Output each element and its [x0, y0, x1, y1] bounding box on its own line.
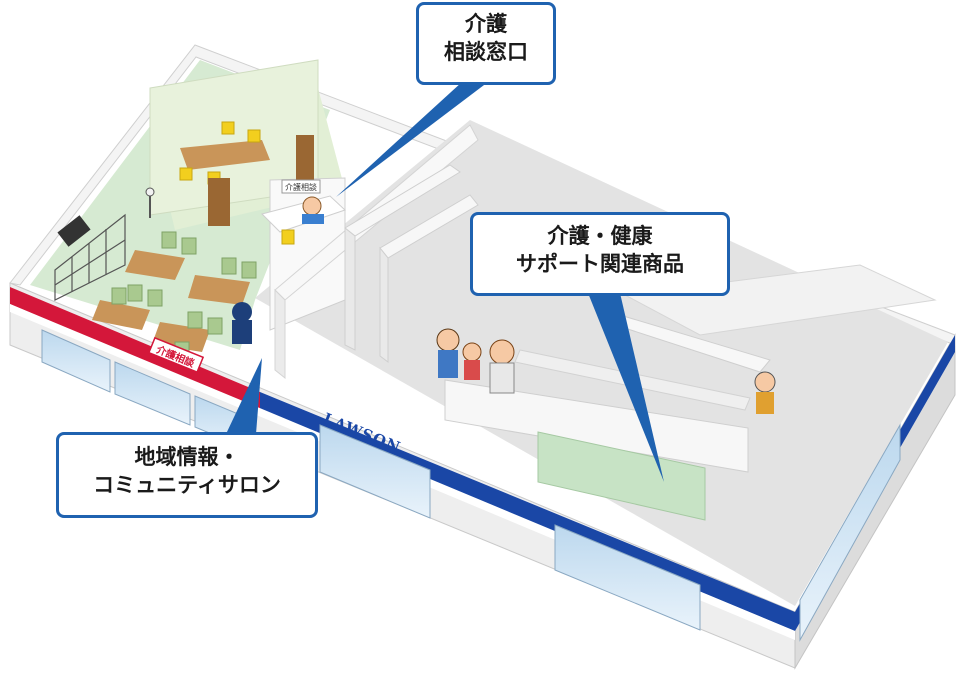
desk-sign-plate [281, 179, 321, 194]
storefront: 介護相談 LAWSON [10, 287, 955, 642]
care-sign-plate [147, 336, 205, 374]
callout-care-consultation: 介護 相談窓口 [416, 2, 556, 85]
callout-products-line1: 介護・健康 [547, 224, 653, 248]
callout-care-health-products: 介護・健康 サポート関連商品 [470, 212, 730, 296]
pointer-care [336, 82, 488, 197]
windows-right [554, 423, 901, 642]
callout-care-line1: 介護 [465, 12, 507, 36]
salon-window-rack [54, 213, 126, 301]
divider-wall-face [274, 288, 286, 380]
windows-center [319, 424, 431, 519]
callout-pointers [226, 82, 664, 482]
callout-salon-line1: 地域情報・ [134, 445, 240, 469]
care-room-furniture: 介護相談 [145, 121, 324, 245]
customers [436, 328, 776, 414]
stripe-red [10, 287, 260, 410]
door-right [296, 135, 314, 180]
door [208, 178, 230, 226]
desk-sign-text: 介護相談 [285, 182, 317, 192]
callout-community-salon: 地域情報・ コミュニティサロン [56, 432, 318, 518]
salon-furniture [92, 231, 257, 359]
callout-care-line2: 相談窓口 [444, 39, 528, 64]
store-floor [255, 120, 948, 606]
callout-salon-line2: コミュニティサロン [93, 472, 281, 497]
salon-staff [232, 302, 252, 344]
pointer-products [588, 293, 664, 482]
care-staff [302, 196, 322, 216]
product-shelf-green [537, 431, 706, 521]
pointer-salon [226, 358, 262, 434]
callout-products-line2: サポート関連商品 [516, 251, 684, 276]
tv-monitor [57, 215, 91, 247]
